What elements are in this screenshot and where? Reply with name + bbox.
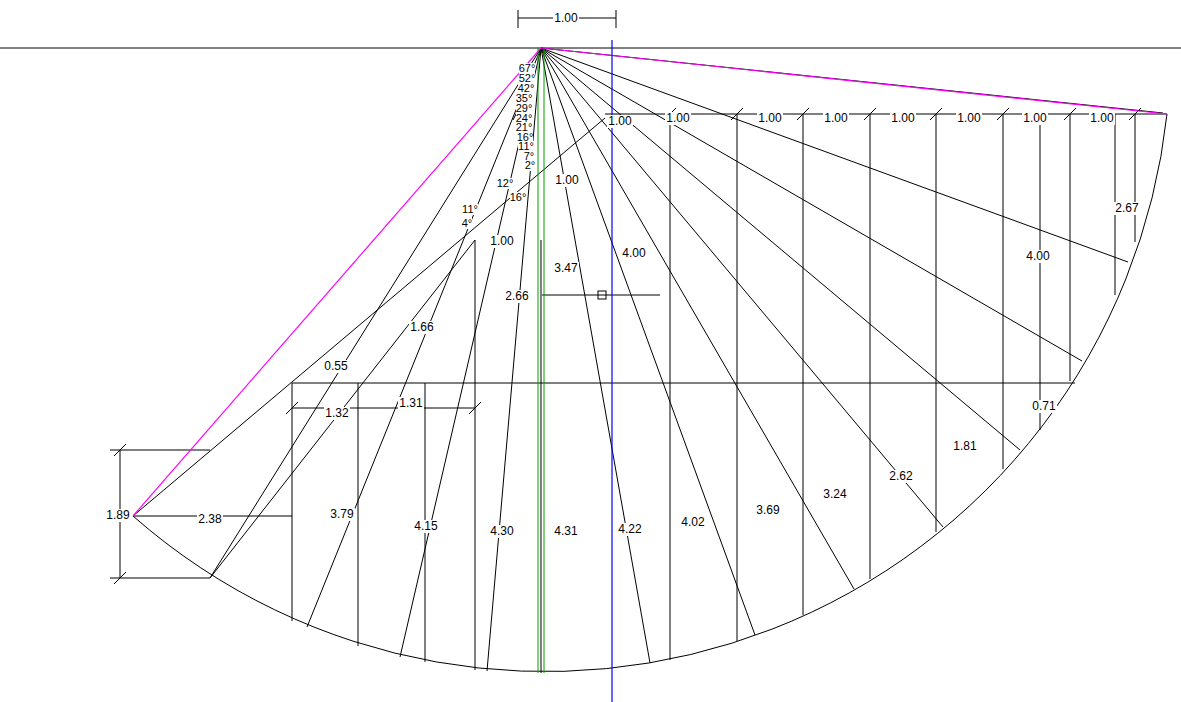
dimension-label: 2.62 [888, 470, 913, 483]
dimension-label: 1.00 [665, 112, 690, 125]
dimension-label: 1.81 [952, 440, 977, 453]
angle-label: 12° [497, 178, 514, 189]
dimension-label: 4.31 [553, 525, 578, 538]
angle-label: 16° [510, 192, 527, 203]
dimension-label: 4.02 [680, 516, 705, 529]
angle-label: 2° [525, 160, 536, 171]
dimension-label: 4.30 [489, 525, 514, 538]
dimension-label: 0.55 [323, 360, 348, 373]
dimension-label: 3.24 [822, 488, 847, 501]
dimension-label: 1.00 [607, 115, 632, 128]
dimension-label: 2.66 [504, 290, 529, 303]
dimension-label: 2.38 [197, 513, 222, 526]
dimension-label: 4.00 [621, 247, 646, 260]
dimension-label: 0.71 [1031, 400, 1056, 413]
dimension-label: 1.32 [324, 407, 349, 420]
angle-label: 11° [462, 204, 478, 215]
dimension-label: 4.00 [1025, 250, 1050, 263]
dimension-label: 1.66 [409, 321, 434, 334]
dimension-label: 1.00 [554, 174, 579, 187]
dimension-label: 1.00 [956, 112, 981, 125]
angle-label: 4° [462, 218, 473, 229]
dimension-label: 1.89 [105, 509, 130, 522]
dimension-label: 1.00 [1022, 112, 1047, 125]
dimension-label: 2.67 [1114, 202, 1139, 215]
dimension-label: 3.69 [755, 504, 780, 517]
dimension-label: 3.47 [553, 262, 578, 275]
dimension-label: 3.79 [329, 508, 354, 521]
dimension-label: 1.00 [890, 112, 915, 125]
dimension-label: 1.00 [757, 112, 782, 125]
dimension-label: 4.15 [413, 520, 438, 533]
dimension-label: 1.31 [398, 397, 423, 410]
dimension-label: 1.00 [1089, 112, 1114, 125]
dimension-label: 1.00 [553, 12, 578, 25]
dimension-label: 1.00 [823, 112, 848, 125]
dimension-label: 4.22 [617, 523, 642, 536]
dimension-label: 1.00 [489, 235, 514, 248]
